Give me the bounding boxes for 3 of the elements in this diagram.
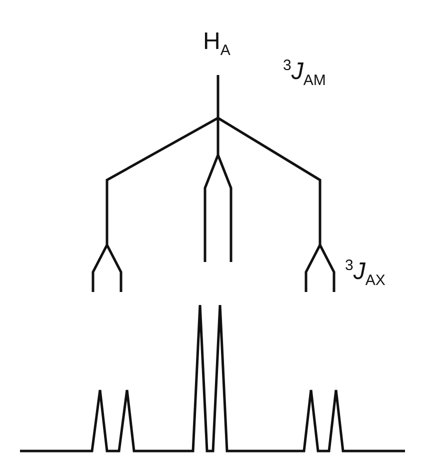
coupling-constant-label: $^{3}$J$_{AX}$: [345, 258, 386, 288]
nucleus-label: H$_{A}$: [203, 30, 230, 58]
coupling-constant-label: $^{3}$J$_{AM}$: [283, 58, 326, 88]
